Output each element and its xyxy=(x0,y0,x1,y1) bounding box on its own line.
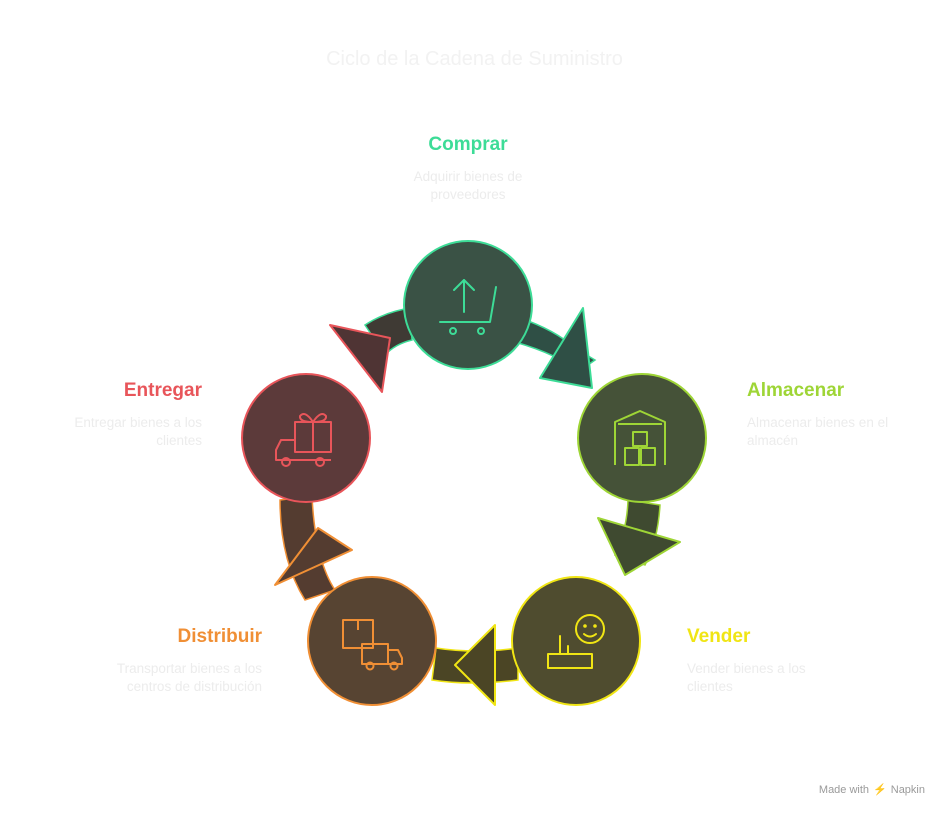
step-vender-title: Vender xyxy=(687,626,751,647)
footer: Made with ⚡ Napkin xyxy=(818,783,925,797)
step-comprar-desc-line1: Adquirir bienes de xyxy=(413,169,523,184)
box-truck-icon xyxy=(342,619,403,671)
step-distribuir-desc-line2: centros de distribución xyxy=(126,679,262,694)
arrow-distribuir-to-entregar xyxy=(274,495,353,601)
step-comprar-title: Comprar xyxy=(428,134,508,155)
step-distribuir-title: Distribuir xyxy=(177,626,262,647)
step-entregar-title: Entregar xyxy=(123,380,202,401)
step-distribuir-desc: Transportar bienes a los centros de dist… xyxy=(62,660,262,696)
diagram-title: Ciclo de la Cadena de Suministro xyxy=(326,48,623,70)
step-vender-desc: Vender bienes a los clientes xyxy=(687,660,887,696)
shopping-cart-icon xyxy=(439,279,497,335)
made-with-label: Made with xyxy=(818,783,870,796)
step-vender-circle xyxy=(511,576,641,706)
step-distribuir-desc-line1: Transportar bienes a los xyxy=(116,661,262,676)
step-comprar-circle xyxy=(403,240,533,370)
arrow-almacenar-to-vender xyxy=(597,499,681,576)
step-almacenar-desc-line1: Almacenar bienes en el xyxy=(747,415,889,430)
step-almacenar-desc-line2: almacén xyxy=(747,433,799,448)
step-entregar-desc-line2: clientes xyxy=(156,433,202,448)
brand-label: Napkin xyxy=(890,783,925,796)
step-entregar-desc-line1: Entregar bienes a los xyxy=(74,415,202,430)
step-vender-desc-line1: Vender bienes a los xyxy=(687,661,806,676)
cashier-smile-icon xyxy=(547,614,605,669)
step-comprar-desc-line2: proveedores xyxy=(430,187,506,202)
gift-truck-icon xyxy=(275,413,332,467)
step-almacenar-circle xyxy=(577,373,707,503)
step-comprar-desc: Adquirir bienes de proveedores xyxy=(368,168,568,204)
warehouse-icon xyxy=(614,410,666,466)
step-almacenar-title: Almacenar xyxy=(747,380,845,401)
step-almacenar-desc: Almacenar bienes en el almacén xyxy=(747,414,937,450)
arrow-vender-to-distribuir xyxy=(431,624,519,706)
step-entregar-desc: Entregar bienes a los clientes xyxy=(2,414,202,450)
arrow-comprar-to-almacenar xyxy=(514,307,597,389)
napkin-logo-icon: ⚡ xyxy=(873,784,887,796)
arrow-entregar-to-comprar xyxy=(329,307,413,393)
step-entregar-circle xyxy=(241,373,371,503)
step-vender-desc-line2: clientes xyxy=(687,679,733,694)
